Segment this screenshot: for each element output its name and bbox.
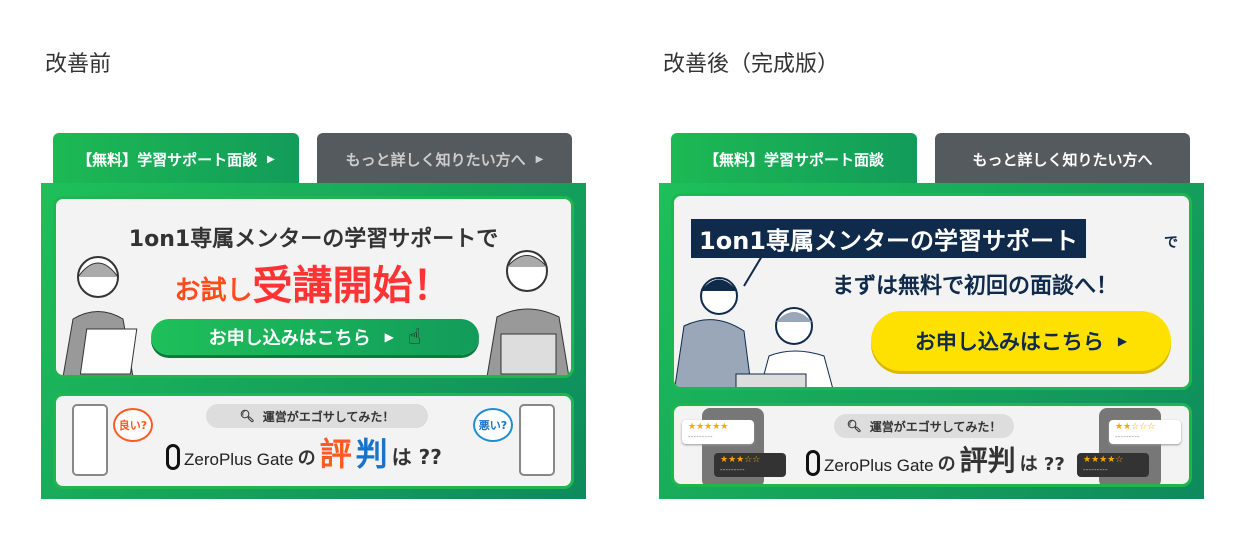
catch-start: 受講開始！ — [252, 263, 453, 309]
search-icon: 🔍︎ — [846, 419, 862, 433]
logo-mark — [166, 444, 180, 470]
tab-label: もっと詳しく知りたい方へ — [345, 150, 526, 169]
catch-trial: お試し — [174, 276, 253, 306]
after-banner: 【無料】学習サポート面談 もっと詳しく知りたい方へ 1on1専属メンターの学習サ… — [659, 133, 1204, 499]
banner-body: 1on1専属メンターの学習サポートで お試し受講開始！ お申し込みはこちら▶☝ … — [41, 183, 586, 499]
before-banner: 【無料】学習サポート面談 ▶ もっと詳しく知りたい方へ ▶ 1on1専属メンターの学… — [41, 133, 586, 499]
bubble-bad: 悪い? — [473, 408, 513, 442]
search-pill-label: 運営がエゴサしてみた！ — [262, 409, 395, 424]
apply-label: お申し込みはこちら — [914, 330, 1104, 354]
arrow-icon: ▶ — [384, 330, 394, 344]
zeroplus-gate-logo: ZeroPlus Gate の 評判 は ?? — [806, 446, 1065, 476]
headline: 1on1専属メンターの学習サポートで — [128, 227, 499, 252]
apply-button[interactable]: お申し込みはこちら ▶ — [871, 311, 1171, 371]
tab-label: 【無料】学習サポート面談 — [77, 150, 258, 169]
mentor-student-illustration — [674, 256, 833, 387]
search-pill: 🔍︎ 運営がエゴサしてみた！ — [206, 404, 428, 428]
search-icon: 🔍︎ — [239, 409, 255, 423]
review-card: ★★★★★- - - - - - - - - — [682, 420, 754, 444]
phone-screenshot-right — [519, 404, 555, 476]
tab-free-consultation[interactable]: 【無料】学習サポート面談 ▶ — [53, 133, 299, 185]
hand-pointer-icon: ☝ — [407, 324, 422, 350]
review-card: ★★★★☆- - - - - - - - - — [1077, 453, 1149, 477]
arrow-icon: ▶ — [1117, 334, 1128, 348]
main-panel[interactable]: 1on1専属メンターの学習サポート で まずは無料で初回の面談へ！ お申し込みは… — [671, 193, 1192, 390]
arrow-icon: ▶ — [267, 153, 275, 165]
logo-mark — [806, 450, 820, 476]
phone-screenshot-left — [72, 404, 108, 476]
woman-illustration — [62, 256, 138, 375]
main-panel[interactable]: 1on1専属メンターの学習サポートで お試し受講開始！ お申し込みはこちら ▶ ☝ — [53, 196, 574, 378]
tab-learn-more[interactable]: もっと詳しく知りたい方へ — [935, 133, 1190, 185]
search-pill-label: 運営がエゴサしてみた！ — [869, 419, 1002, 434]
tab-free-consultation[interactable]: 【無料】学習サポート面談 — [671, 133, 917, 185]
review-card: ★★☆☆☆- - - - - - - - - — [1109, 420, 1181, 444]
after-heading: 改善後（完成版） — [663, 52, 840, 77]
bubble-good: 良い? — [113, 408, 153, 442]
apply-label: お申し込みはこちら — [208, 328, 371, 349]
apply-button[interactable]: お申し込みはこちら ▶ ☝ — [151, 319, 479, 355]
reputation-panel[interactable]: 🔍︎ 運営がエゴサしてみた！ ★★★★★- - - - - - - - - ★★★… — [671, 403, 1192, 487]
search-pill: 🔍︎ 運営がエゴサしてみた！ — [834, 414, 1014, 438]
tab-label: 【無料】学習サポート面談 — [703, 150, 884, 169]
subheadline: まずは無料で初回の面談へ！ — [832, 274, 1119, 299]
headline-box: 1on1専属メンターの学習サポート — [691, 219, 1086, 258]
zeroplus-gate-logo: ZeroPlus Gate の 評判 は ?? — [166, 438, 442, 470]
headline-de: で — [1164, 235, 1178, 251]
man-illustration — [486, 250, 569, 375]
tab-label: もっと詳しく知りたい方へ — [972, 150, 1153, 169]
tab-learn-more[interactable]: もっと詳しく知りたい方へ ▶ — [317, 133, 572, 185]
before-heading: 改善前 — [45, 52, 112, 77]
reputation-panel[interactable]: 🔍︎ 運営がエゴサしてみた！ 良い? 悪い? ZeroPlus Gate の 評判… — [53, 393, 574, 489]
review-card: ★★★☆☆- - - - - - - - - — [714, 453, 786, 477]
arrow-icon: ▶ — [535, 153, 544, 165]
banner-body: 1on1専属メンターの学習サポート で まずは無料で初回の面談へ！ お申し込みは… — [659, 183, 1204, 499]
